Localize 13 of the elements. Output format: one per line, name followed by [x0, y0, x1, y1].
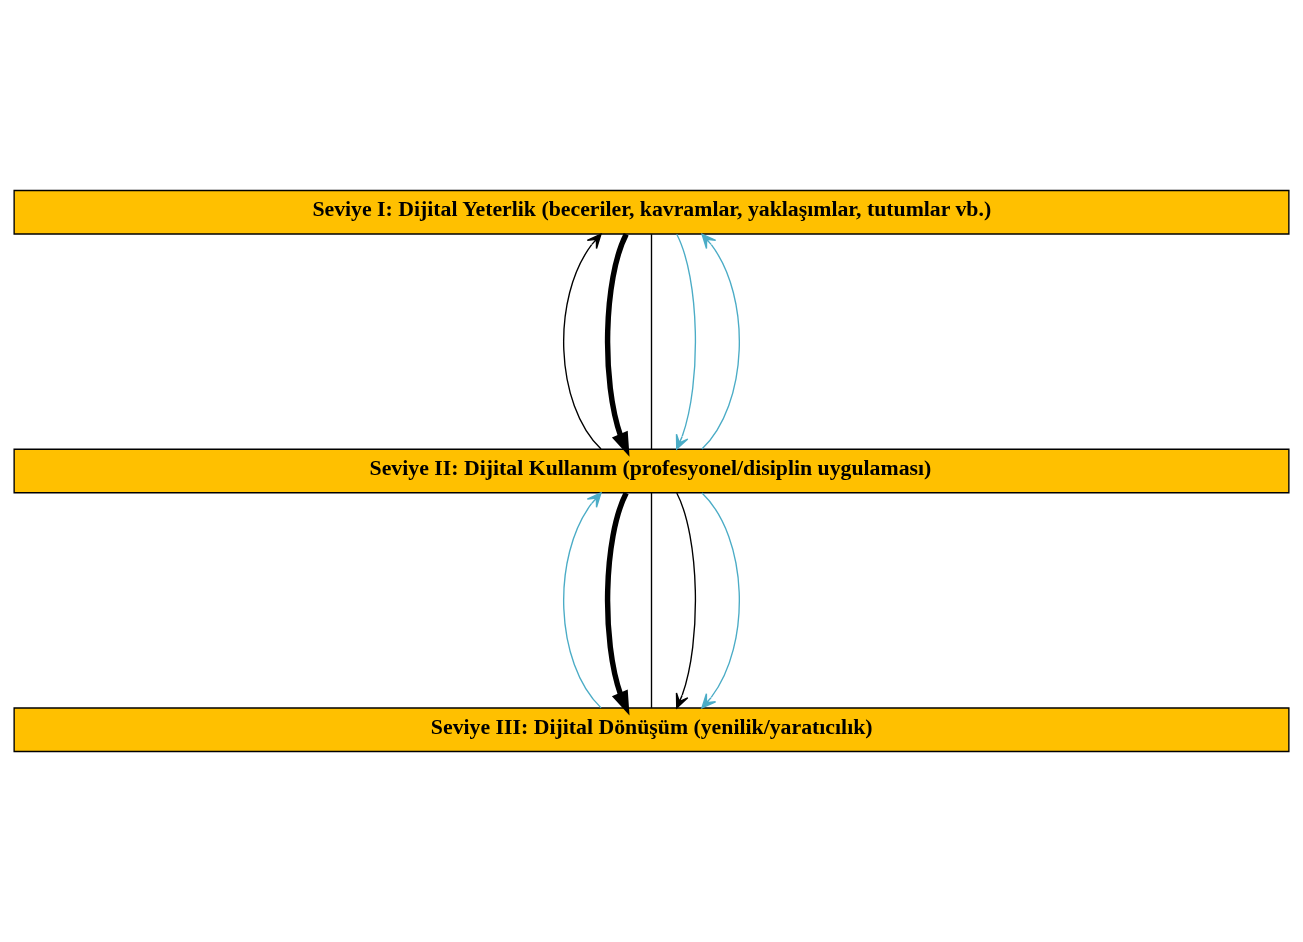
arrow [563, 492, 602, 709]
connector [650, 492, 653, 709]
arrow [604, 491, 630, 716]
arrow [701, 233, 740, 450]
arrow [563, 233, 602, 450]
arrow [675, 492, 696, 709]
node-box: Seviye II: Dijital Kullanım (profesyonel/disiplin uygulaması) [13, 448, 1290, 494]
node-box: Seviye III: Dijital Dönüşüm (yenilik/yaratıcılık) [13, 707, 1290, 753]
node-box: Seviye I: Dijital Yeterlik (beceriler, kavramlar, yaklaşımlar, tutumlar vb.) [13, 189, 1290, 235]
connector [650, 233, 653, 450]
arrow [701, 492, 740, 709]
arrow [604, 233, 630, 457]
arrow [675, 233, 696, 450]
